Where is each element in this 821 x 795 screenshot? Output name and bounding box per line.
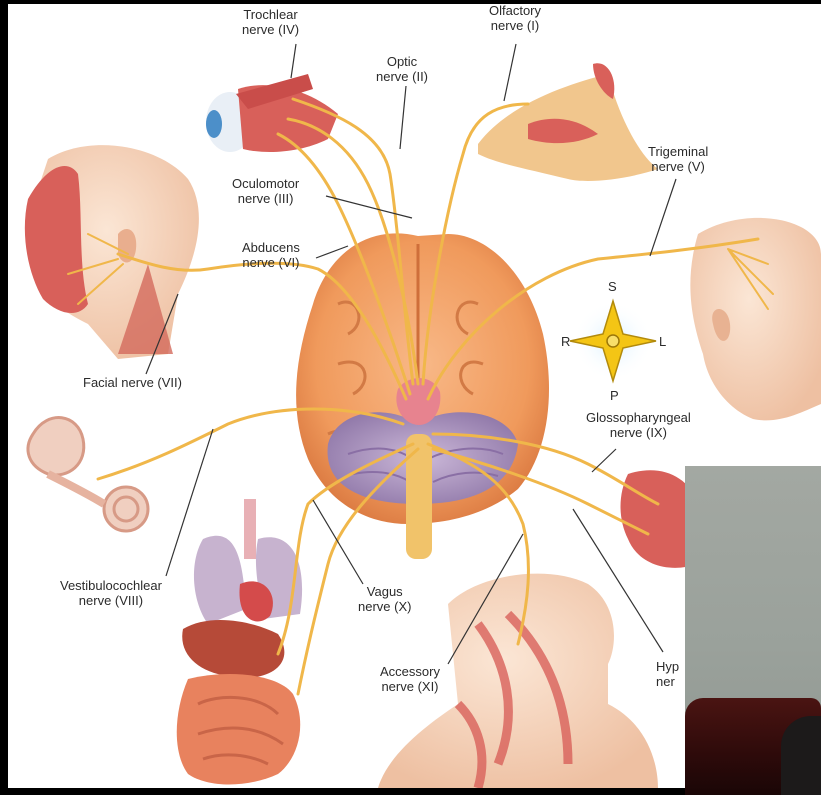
label-optic-nerve: Optic nerve (II) [376, 54, 428, 84]
compass-superior-label: S [608, 279, 617, 294]
inner-ear-illustration [28, 418, 148, 531]
orientation-compass [570, 301, 656, 381]
nasal-cavity-illustration [478, 63, 658, 181]
label-trigeminal-nerve: Trigeminal nerve (V) [648, 144, 708, 174]
label-abducens-nerve: Abducens nerve (VI) [242, 240, 300, 270]
webcam-person [781, 716, 821, 795]
head-right-illustration [690, 218, 821, 420]
label-vagus-nerve: Vagus nerve (X) [358, 584, 411, 614]
label-oculomotor-nerve: Oculomotor nerve (III) [232, 176, 299, 206]
webcam-overlay [685, 466, 821, 795]
compass-right-label: R [561, 334, 570, 349]
label-olfactory-nerve: Olfactory nerve (I) [489, 4, 541, 33]
label-vestibulocochlear-nerve: Vestibulocochlear nerve (VIII) [60, 578, 162, 608]
label-accessory-nerve: Accessory nerve (XI) [380, 664, 440, 694]
compass-left-label: L [659, 334, 666, 349]
label-facial-nerve: Facial nerve (VII) [83, 375, 182, 390]
label-hypoglossal-nerve: Hyp ner [656, 659, 679, 689]
eye-illustration [206, 74, 338, 152]
label-trochlear-nerve: Trochlear nerve (IV) [242, 7, 299, 37]
face-left-illustration [25, 145, 199, 359]
label-glossopharyngeal-nerve: Glossopharyngeal nerve (IX) [586, 410, 691, 440]
compass-inferior-label: P [610, 388, 619, 403]
